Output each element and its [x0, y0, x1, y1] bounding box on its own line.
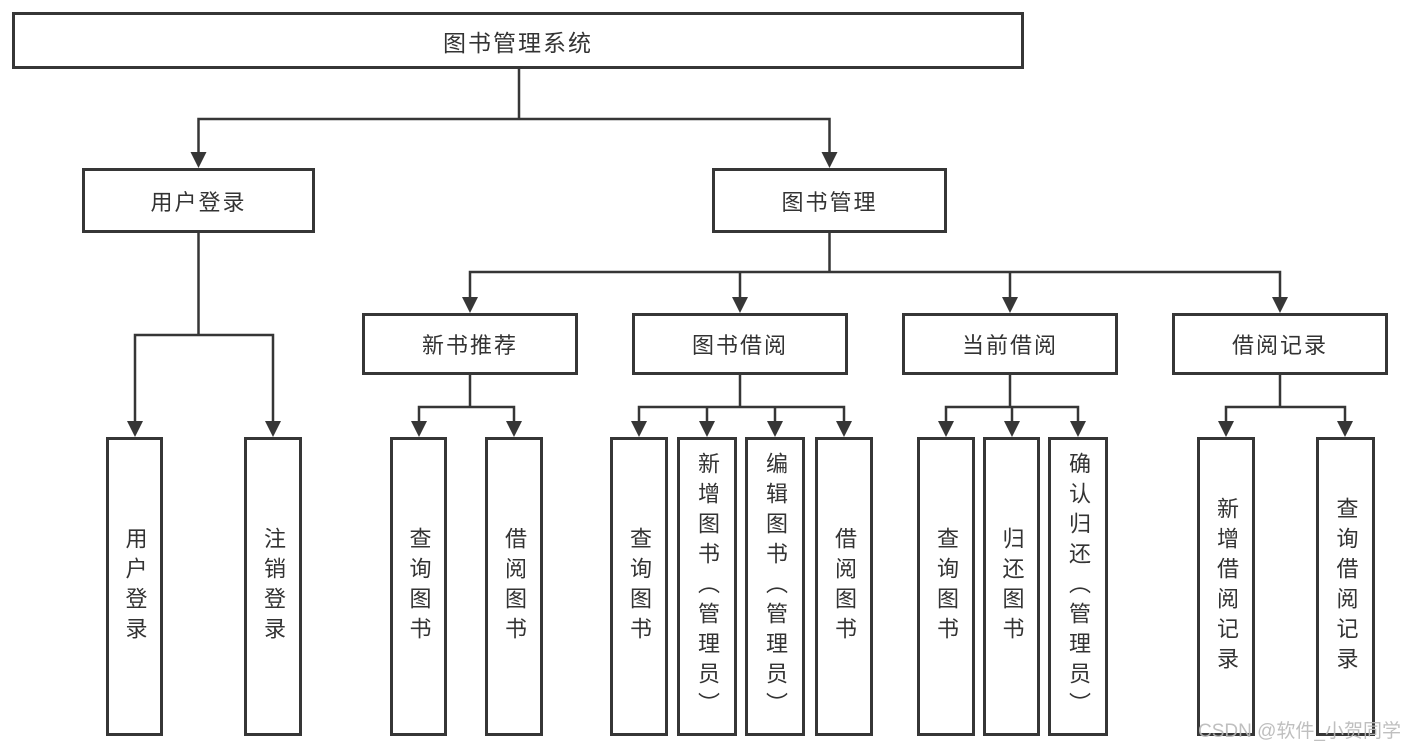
connector-current-borrow-group: [944, 373, 1080, 424]
leaf-add-books-admin: 新增图书（管理员）: [677, 437, 737, 736]
connector-root-to-level2: [197, 66, 831, 155]
node-borrow-records-label: 借阅记录: [1231, 333, 1328, 358]
connector-user-login-group: [133, 231, 275, 424]
node-root-label: 图书管理系统: [443, 29, 593, 56]
leaf-confirm-return-admin-label: 确认归还（管理员）: [1066, 451, 1091, 722]
connector-book-mgmt-to-level3: [468, 231, 1282, 300]
node-root: 图书管理系统: [12, 12, 1024, 69]
node-book-borrow: 图书借阅: [632, 313, 848, 375]
leaf-query-books-2-label: 查询图书: [627, 526, 652, 647]
connector-book-borrow-group: [637, 373, 846, 424]
node-user-login: 用户登录: [82, 168, 315, 233]
leaf-query-borrow-record: 查询借阅记录: [1316, 437, 1375, 736]
arrowheads: [127, 152, 1353, 437]
leaf-borrow-books-2-label: 借阅图书: [832, 526, 857, 647]
leaf-query-books-1: 查询图书: [390, 437, 447, 736]
leaf-add-borrow-record: 新增借阅记录: [1197, 437, 1255, 736]
leaf-user-login: 用户登录: [106, 437, 163, 736]
leaf-return-books: 归还图书: [983, 437, 1040, 736]
leaf-return-books-label: 归还图书: [999, 526, 1025, 647]
leaf-query-books-2: 查询图书: [610, 437, 668, 736]
leaf-query-books-3: 查询图书: [917, 437, 975, 736]
node-new-book-rec-label: 新书推荐: [421, 333, 518, 358]
leaf-query-borrow-record-label: 查询借阅记录: [1333, 496, 1359, 677]
leaf-borrow-books-1: 借阅图书: [485, 437, 543, 736]
node-new-book-rec: 新书推荐: [362, 313, 578, 375]
node-book-mgmt-label: 图书管理: [781, 189, 878, 215]
node-borrow-records: 借阅记录: [1172, 313, 1388, 375]
leaf-user-login-label: 用户登录: [122, 526, 148, 647]
leaf-edit-books-admin: 编辑图书（管理员）: [745, 437, 805, 736]
leaf-query-books-3-label: 查询图书: [934, 526, 959, 647]
node-book-mgmt: 图书管理: [712, 168, 947, 233]
node-user-login-label: 用户登录: [150, 189, 247, 215]
leaf-add-books-admin-label: 新增图书（管理员）: [695, 451, 720, 722]
leaf-logout-label: 注销登录: [261, 526, 286, 647]
leaf-borrow-books-1-label: 借阅图书: [502, 526, 527, 647]
connector-new-book-rec-group: [417, 373, 516, 424]
leaf-query-books-1-label: 查询图书: [406, 526, 432, 647]
leaf-add-borrow-record-label: 新增借阅记录: [1214, 496, 1239, 677]
leaf-logout: 注销登录: [244, 437, 302, 736]
leaf-borrow-books-2: 借阅图书: [815, 437, 873, 736]
leaf-edit-books-admin-label: 编辑图书（管理员）: [763, 451, 788, 722]
node-current-borrow-label: 当前借阅: [961, 333, 1058, 358]
leaf-confirm-return-admin: 确认归还（管理员）: [1048, 437, 1108, 736]
node-book-borrow-label: 图书借阅: [691, 333, 788, 358]
connector-borrow-records-group: [1224, 373, 1347, 424]
csdn-watermark: CSDN @软件_小贺同学: [1198, 721, 1401, 742]
node-current-borrow: 当前借阅: [902, 313, 1118, 375]
